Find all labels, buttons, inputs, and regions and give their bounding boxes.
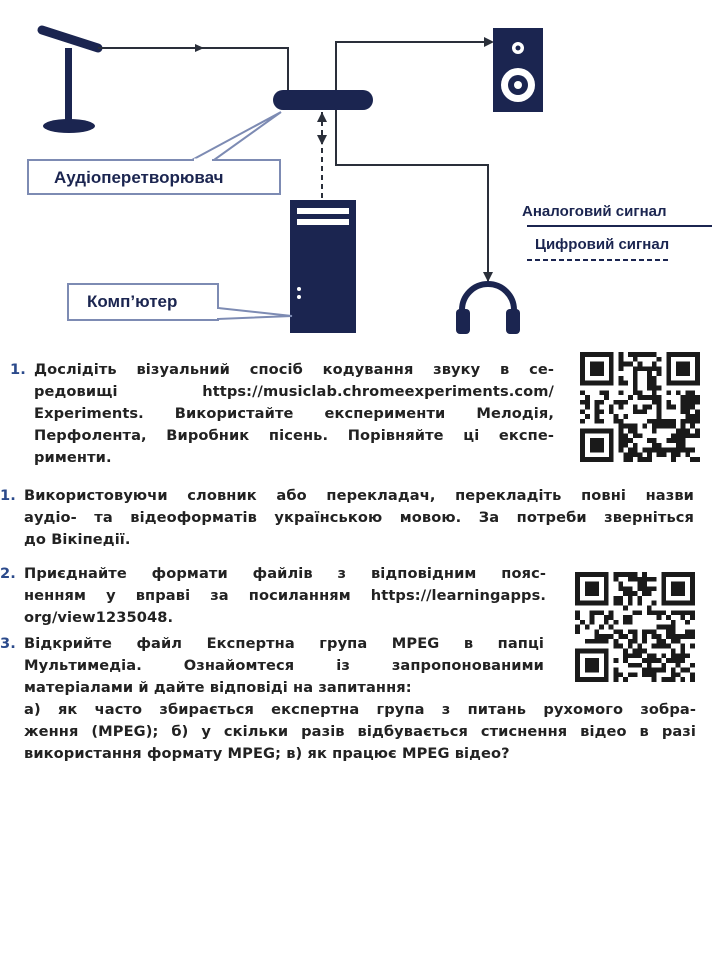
audio-signal-diagram: Аудіоперетворювач Комп’ютер [27, 25, 712, 334]
task-line: Experiments. Використайте експерименти М… [34, 405, 554, 422]
audio-converter-label: Аудіоперетворювач [54, 168, 224, 187]
task-line: Мультимедіа. Ознайомтеся із запропонован… [24, 657, 544, 674]
task-line: а) як часто збирається експертна група з… [24, 701, 696, 718]
task-line-link[interactable]: ненням у вправі за посиланням https://le… [24, 587, 546, 604]
task-line: аудіо- та відеоформатів українською мово… [24, 509, 694, 526]
qr-code-musiclab[interactable] [580, 352, 700, 462]
task-line-link[interactable]: org/view1235048. [24, 609, 174, 626]
microphone-icon [37, 25, 103, 133]
task-line: Перфолента, Виробник пісень. Порівняйте … [34, 427, 554, 444]
computer-tower-icon [290, 200, 356, 333]
task-line: ження (MPEG); б) у скільки разів відбува… [24, 723, 696, 740]
task-mpeg: 3. Відкрийте файл Експертна група MPEG в… [0, 633, 696, 765]
task-number: 1. [0, 487, 16, 504]
task-number: 3. [0, 635, 16, 652]
computer-callout: Комп’ютер [67, 283, 293, 321]
task-line-link[interactable]: редовищі https://musiclab.chromeexperime… [34, 383, 554, 400]
computer-label: Комп’ютер [87, 292, 177, 311]
task-line: до Вікіпедії. [24, 531, 131, 548]
task-line: використання формату MPEG; в) як працює … [24, 745, 510, 762]
task-line: матеріалами й дайте відповіді на запитан… [24, 679, 412, 696]
task-translate-formats: 1. Використовуючи словник або перекладач… [0, 485, 694, 551]
task-line: рименти. [34, 449, 112, 466]
task-line: Використовуючи словник або перекладач, п… [24, 487, 694, 504]
legend-digital-label: Цифровий сигнал [535, 236, 670, 253]
qr-code-learningapps[interactable] [575, 572, 695, 682]
task-line: Відкрийте файл Експертна група MPEG в па… [24, 635, 544, 652]
analog-signal-lines [98, 41, 492, 282]
speaker-icon [493, 28, 543, 112]
task-number: 1. [10, 361, 26, 378]
headphones-icon [456, 281, 520, 334]
digital-signal-line [317, 112, 327, 200]
task-line: Дослідіть візуальний спосіб кодування зв… [34, 361, 554, 378]
task-line: Приєднайте формати файлів з відповідним … [24, 565, 546, 582]
audio-converter-callout: Аудіоперетворювач [27, 111, 282, 195]
task-learningapps: 2. Приєднайте формати файлів з відповідн… [0, 563, 546, 629]
legend-analog-label: Аналоговий сигнал [522, 203, 667, 220]
task-number: 2. [0, 565, 16, 582]
task-musiclab: 1. Дослідіть візуальний спосіб кодування… [10, 359, 554, 469]
signal-arrows [195, 37, 494, 282]
audio-converter-device [273, 90, 373, 110]
